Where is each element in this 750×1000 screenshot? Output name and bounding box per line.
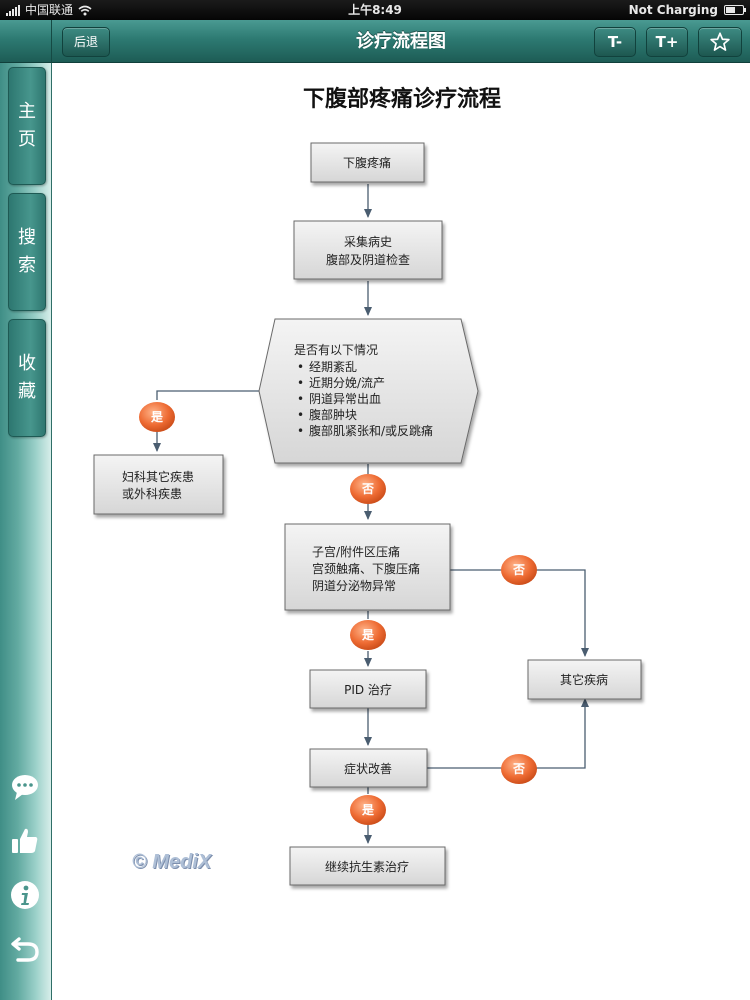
node-start-text: 下腹疼痛: [343, 155, 391, 170]
increase-font-button[interactable]: T+: [646, 27, 688, 57]
page-title: 诊疗流程图: [356, 31, 446, 52]
sidebar-tab-home[interactable]: 主 页: [8, 67, 46, 185]
status-time: 上午8:49: [348, 3, 402, 17]
sidebar-tab-search[interactable]: 搜 索: [8, 193, 46, 311]
sidebar-tab-favorites-char-1: 收: [18, 353, 36, 374]
status-bar: 中国联通 上午8:49 Not Charging: [0, 0, 750, 20]
flowchart: 下腹疼痛 采集病史 腹部及阴道检查 是否有以下情况 • 经期紊乱 • 近期分娩/…: [93, 142, 642, 886]
battery-icon: [724, 5, 746, 15]
node-other-disease-text: 其它疾病: [560, 672, 608, 687]
node-gyn-other-line-1: 妇科其它疾患: [122, 469, 194, 484]
condition-bullet-2: •: [297, 376, 304, 390]
chat-bubble-icon[interactable]: [9, 771, 41, 803]
condition-bullet-5: •: [297, 424, 304, 438]
condition-item-3: 阴道异常出血: [309, 392, 381, 406]
node-history-line-1: 采集病史: [344, 234, 392, 249]
node-pid-treatment-text: PID 治疗: [344, 683, 392, 697]
medix-watermark: © MediX: [132, 851, 212, 873]
condition-item-2: 近期分娩/流产: [309, 376, 385, 390]
node-continue-antibiotics-text: 继续抗生素治疗: [325, 859, 409, 874]
sidebar-tab-home-char-2: 页: [18, 129, 36, 150]
condition-item-4: 腹部肿块: [309, 407, 357, 422]
svg-text:是: 是: [150, 410, 164, 424]
wifi-icon: [78, 5, 92, 15]
arrow-no-to-other-disease: [536, 569, 589, 657]
condition-item-1: 经期紊乱: [309, 359, 357, 374]
node-continue-antibiotics: 继续抗生素治疗: [289, 846, 446, 886]
node-tenderness-line-3: 阴道分泌物异常: [312, 579, 396, 593]
favorite-button[interactable]: [698, 27, 742, 57]
sidebar-tab-home-char-1: 主: [18, 101, 36, 122]
condition-item-5: 腹部肌紧张和/或反跳痛: [309, 423, 433, 438]
svg-text:是: 是: [361, 803, 375, 817]
sidebar-tab-search-char-1: 搜: [18, 227, 36, 248]
content-area: 下腹部疼痛诊疗流程: [52, 63, 750, 1000]
node-gyn-other-line-2: 或外科疾患: [122, 486, 182, 501]
badge-yes-condition: 是: [139, 402, 175, 432]
node-gyn-other: 妇科其它疾患 或外科疾患: [93, 454, 224, 515]
return-icon[interactable]: [9, 933, 41, 965]
node-other-disease: 其它疾病: [527, 659, 642, 700]
carrier-label: 中国联通: [25, 3, 74, 17]
back-button[interactable]: 后退: [62, 27, 110, 57]
top-nav-bar: 诊疗流程图 后退 T- T+: [52, 20, 750, 63]
badge-no-condition: 否: [350, 474, 386, 504]
condition-bullet-4: •: [297, 408, 304, 422]
svg-text:是: 是: [361, 628, 375, 642]
battery-status-label: Not Charging: [628, 3, 718, 17]
sidebar-tab-favorites[interactable]: 收 藏: [8, 319, 46, 437]
sidebar: 主 页 搜 索 收 藏: [0, 63, 52, 1000]
node-tenderness-line-2: 宫颈触痛、下腹压痛: [312, 561, 420, 576]
condition-bullet-3: •: [297, 392, 304, 406]
decrease-font-button[interactable]: T-: [594, 27, 636, 57]
node-improvement-text: 症状改善: [344, 761, 392, 776]
sidebar-tab-search-char-2: 索: [18, 255, 36, 276]
badge-no-tenderness: 否: [501, 555, 537, 585]
nav-corner: [0, 20, 52, 63]
badge-no-improvement: 否: [501, 754, 537, 784]
badge-yes-improvement: 是: [350, 795, 386, 825]
badge-yes-tenderness: 是: [350, 620, 386, 650]
flowchart-title: 下腹部疼痛诊疗流程: [302, 86, 501, 112]
sidebar-tab-favorites-char-2: 藏: [18, 381, 36, 402]
node-condition: 是否有以下情况 • 经期紊乱 • 近期分娩/流产 • 阴道异常出血 • 腹部肿块…: [258, 318, 479, 464]
node-improvement: 症状改善: [309, 748, 428, 788]
thumbs-up-icon[interactable]: [9, 825, 41, 857]
svg-text:否: 否: [512, 762, 525, 776]
condition-heading: 是否有以下情况: [294, 343, 378, 357]
node-history-line-2: 腹部及阴道检查: [326, 252, 410, 267]
condition-bullet-1: •: [297, 360, 304, 374]
info-icon[interactable]: [9, 879, 41, 911]
node-tenderness: 子宫/附件区压痛 宫颈触痛、下腹压痛 阴道分泌物异常: [284, 523, 451, 611]
star-icon: [710, 32, 730, 51]
node-start: 下腹疼痛: [310, 142, 425, 183]
svg-text:否: 否: [361, 482, 374, 496]
arrow-no-to-other-disease-2: [536, 698, 589, 769]
node-history: 采集病史 腹部及阴道检查: [293, 220, 443, 280]
line-condition-to-yes: [156, 390, 259, 400]
svg-text:否: 否: [512, 563, 525, 577]
node-pid-treatment: PID 治疗: [309, 669, 427, 709]
node-tenderness-line-1: 子宫/附件区压痛: [312, 544, 400, 559]
signal-icon: [6, 4, 20, 16]
